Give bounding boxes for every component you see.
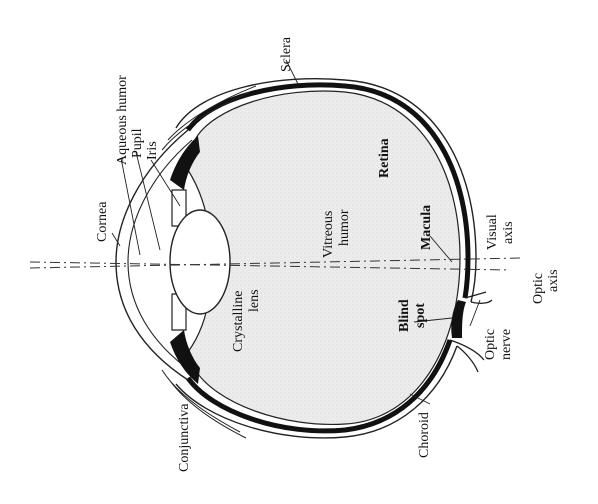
label-vitreous-1: Vitreous [321,211,336,258]
label-visual-2: axis [501,221,516,244]
label-blind-2: spot [413,303,428,328]
choroid-layer [185,82,471,299]
label-sclera: Sclera [279,36,294,72]
visual-axis-line [29,261,511,271]
choroid-layer-lower [185,339,453,434]
label-retina: Retina [377,138,392,178]
label-blind-1: Blind [397,299,412,332]
label-iris: Iris [145,141,160,160]
conjunctiva-lower [161,369,247,439]
label-macula: Macula [419,205,434,250]
conjunctiva-upper [161,85,257,151]
label-pupil: Pupil [130,128,145,158]
cornea-curve [115,129,189,381]
iris-upper [170,136,200,190]
leader-lines [111,59,481,405]
label-conjunctiva: Conjunctiva [177,403,192,472]
label-optic-axis-2: axis [546,269,561,292]
sclera-outline-lower [175,345,458,439]
label-vitreous-2: humor [337,209,352,246]
optic-nerve [449,291,493,373]
label-choroid: Choroid [417,412,432,458]
crystalline-lens [169,209,231,315]
optic-axis-line [29,257,521,269]
iris-lower [170,330,200,384]
label-optic-nerve-2: nerve [499,329,514,360]
label-optic-axis-1: Optic [531,273,546,304]
optic-disc [451,300,466,338]
label-crystalline-1: Crystalline [231,291,246,352]
label-aqueous-humor: Aqueous humor [115,75,130,165]
labels: Aqueous humor Pupil Iris Cornea Conjunct… [95,36,561,472]
label-optic-nerve-1: Optic [483,329,498,360]
label-visual-1: Visual [485,214,500,250]
sclera-outline [175,77,477,303]
label-cornea: Cornea [95,201,110,242]
label-crystalline-2: lens [247,289,262,312]
